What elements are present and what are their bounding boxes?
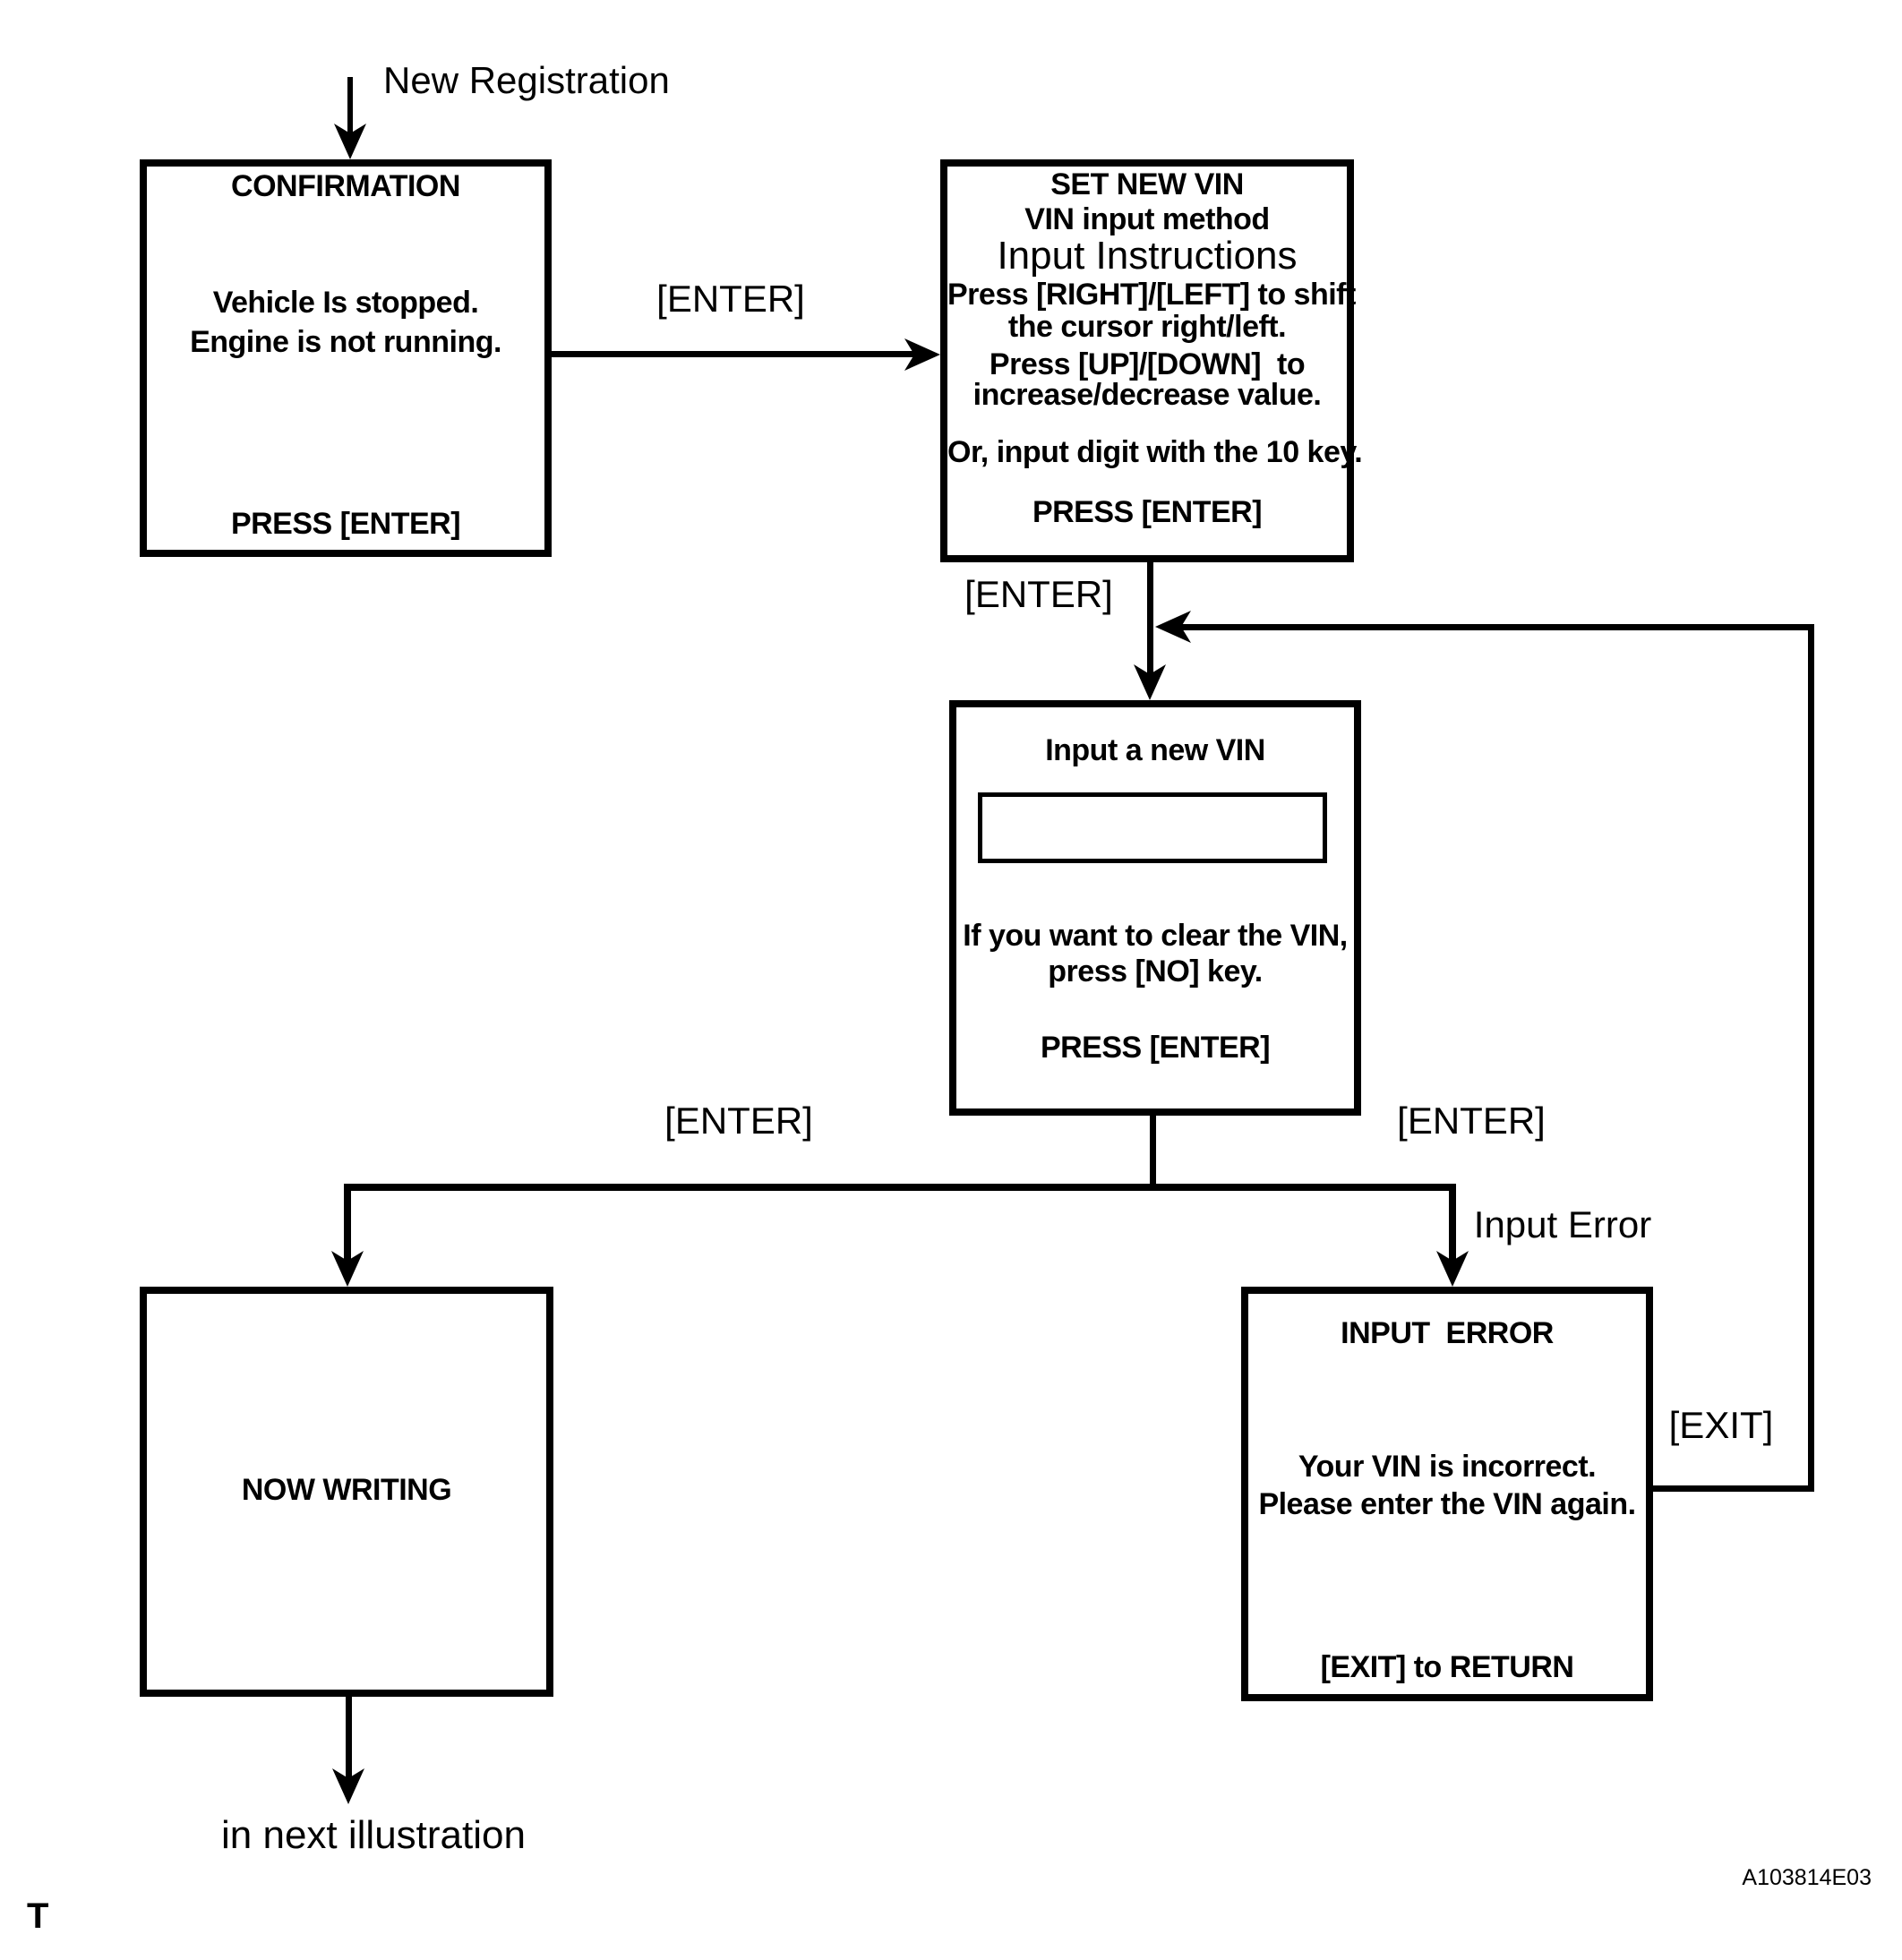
arrowhead-down-icon — [331, 1245, 364, 1287]
arrowhead-left-icon — [1155, 611, 1196, 643]
edge-return-vertical-line — [1808, 624, 1814, 1492]
nowwriting-title: NOW WRITING — [241, 1473, 452, 1507]
edge-branch-right-line — [1449, 1184, 1456, 1261]
exit-note-label: in next illustration — [221, 1813, 526, 1857]
node-set-new-vin: SET NEW VIN VIN input method Input Instr… — [940, 159, 1363, 562]
entry-label: New Registration — [383, 59, 670, 101]
arrowhead-down-icon — [1436, 1245, 1469, 1287]
edge-label-enter-4: [ENTER] — [1397, 1100, 1546, 1142]
inputvin-title: Input a new VIN — [1045, 733, 1265, 767]
footer-left-mark: T — [27, 1896, 49, 1936]
edge-setvin-to-input-line — [1147, 562, 1153, 675]
edge-label-input-error: Input Error — [1473, 1203, 1652, 1245]
arrowhead-down-icon — [334, 118, 366, 159]
setvin-instr1: Press [RIGHT]/[LEFT] to shift — [947, 278, 1356, 312]
edge-return-bottom-line — [1653, 1485, 1814, 1492]
setvin-footer: PRESS [ENTER] — [1032, 495, 1263, 529]
edge-return-top-line — [1180, 624, 1814, 630]
setvin-subtitle: VIN input method — [1024, 202, 1270, 236]
inputvin-footer: PRESS [ENTER] — [1040, 1031, 1271, 1065]
node-input-new-vin: Input a new VIN If you want to clear the… — [949, 700, 1361, 1116]
setvin-instr3: Press [UP]/[DOWN] to — [989, 347, 1306, 381]
node-confirmation: CONFIRMATION Vehicle Is stopped. Engine … — [140, 159, 552, 557]
edge-branch-horizontal-line — [344, 1184, 1456, 1191]
edge-label-enter-3: [ENTER] — [664, 1100, 813, 1142]
edge-confirmation-to-setvin-line — [552, 351, 915, 357]
edge-label-enter-1: [ENTER] — [656, 278, 805, 320]
setvin-instr5: Or, input digit with the 10 key. — [947, 435, 1363, 469]
edge-label-enter-2: [ENTER] — [964, 573, 1113, 615]
arrowhead-right-icon — [899, 338, 940, 371]
confirmation-footer: PRESS [ENTER] — [230, 507, 461, 541]
arrowhead-down-icon — [1134, 659, 1166, 700]
edge-entry-line — [347, 77, 353, 134]
edge-branch-left-line — [344, 1184, 351, 1261]
setvin-title: SET NEW VIN — [1050, 167, 1244, 201]
confirmation-title: CONFIRMATION — [231, 169, 460, 203]
node-now-writing: NOW WRITING — [140, 1287, 553, 1697]
vin-input-field — [978, 792, 1327, 863]
arrowhead-down-icon — [332, 1763, 364, 1804]
setvin-heading: Input Instructions — [997, 234, 1298, 278]
edge-input-to-branch-line — [1150, 1116, 1156, 1191]
confirmation-line1: Vehicle Is stopped. — [212, 286, 479, 320]
node-input-error: INPUT ERROR Your VIN is incorrect. Pleas… — [1241, 1287, 1653, 1701]
inputerror-line1: Your VIN is incorrect. — [1298, 1450, 1597, 1484]
footer-figure-code: A103814E03 — [1742, 1865, 1872, 1890]
setvin-instr4: increase/decrease value. — [972, 378, 1322, 412]
setvin-instr2: the cursor right/left. — [1007, 310, 1287, 344]
inputerror-title: INPUT ERROR — [1341, 1316, 1554, 1350]
inputvin-line1: If you want to clear the VIN, — [963, 919, 1348, 953]
inputvin-line2: press [NO] key. — [1048, 954, 1263, 989]
edge-nowwriting-exit-line — [346, 1697, 352, 1779]
confirmation-line2: Engine is not running. — [190, 325, 501, 359]
inputerror-footer: [EXIT] to RETURN — [1320, 1650, 1574, 1684]
inputerror-line2: Please enter the VIN again. — [1258, 1487, 1636, 1521]
edge-label-exit: [EXIT] — [1668, 1404, 1774, 1446]
